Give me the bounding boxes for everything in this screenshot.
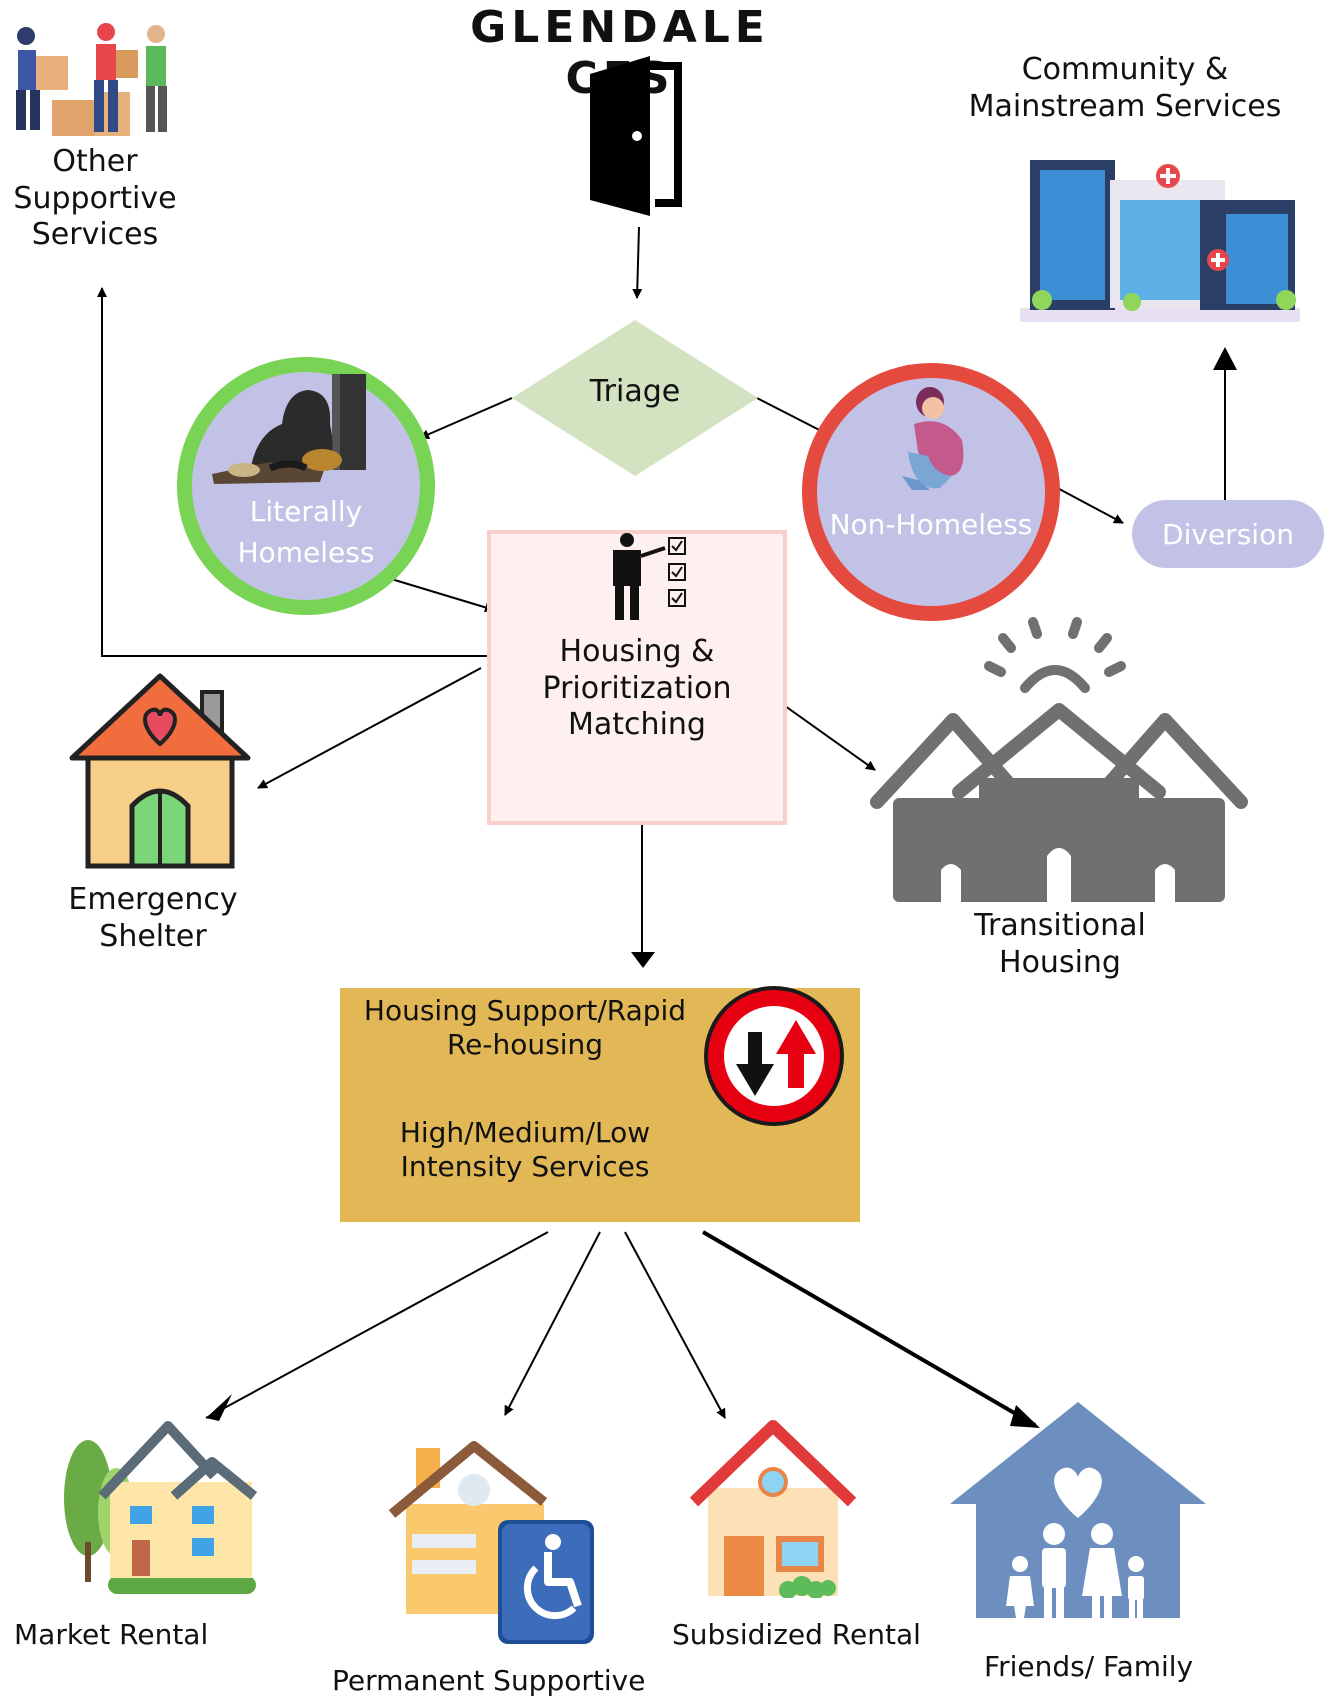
sunrise-houses-icon <box>870 617 1248 902</box>
arrow-to-friends-line <box>701 1230 1037 1427</box>
accessible-house-icon <box>388 1441 594 1644</box>
arrow-triage-to-literally <box>419 397 513 439</box>
arrowhead-community <box>1213 347 1237 370</box>
arrowhead-rehousing <box>631 952 655 968</box>
market-house-icon <box>64 1421 258 1594</box>
movers-people-icon <box>16 23 167 136</box>
subsidized-rental-label: Subsidized Rental <box>672 1618 921 1651</box>
house-heart-icon <box>69 673 251 869</box>
arrowhead-market <box>206 1394 232 1421</box>
friends-family-label: Friends/ Family <box>984 1650 1194 1683</box>
homeless-person-icon <box>212 374 366 484</box>
door-icon <box>590 56 682 216</box>
market-rental-label: Market Rental <box>14 1618 209 1651</box>
triage-diamond <box>512 320 758 476</box>
arrowhead-friends <box>1010 1405 1040 1428</box>
hospital-building-icon <box>1020 160 1300 322</box>
arrow-to-market-line <box>205 1231 549 1419</box>
two-way-traffic-sign-icon <box>704 986 844 1126</box>
diversion-pill: Diversion <box>1132 500 1324 568</box>
red-roof-house-icon <box>689 1420 857 1598</box>
community-services-label: Community &Mainstream Services <box>968 52 1282 124</box>
arrow-matching-to-emergency <box>257 667 482 789</box>
presenter-checklist-icon <box>613 533 686 620</box>
distressed-person-icon <box>902 387 964 490</box>
triage-label: Triage <box>589 374 681 409</box>
permanent-supportive-label: Permanent Supportive <box>332 1664 646 1697</box>
arrow-nonhomeless-to-diversion <box>1047 482 1124 524</box>
arrow-literally-to-matching <box>387 577 495 613</box>
arrow-to-subsidized <box>624 1231 726 1419</box>
arrow-to-permanent <box>504 1231 601 1416</box>
arrow-door-to-triage <box>632 226 643 299</box>
family-house-icon <box>950 1402 1206 1618</box>
non-homeless-label: Non-Homeless <box>829 508 1033 541</box>
arrow-matching-to-other-services <box>97 287 487 657</box>
